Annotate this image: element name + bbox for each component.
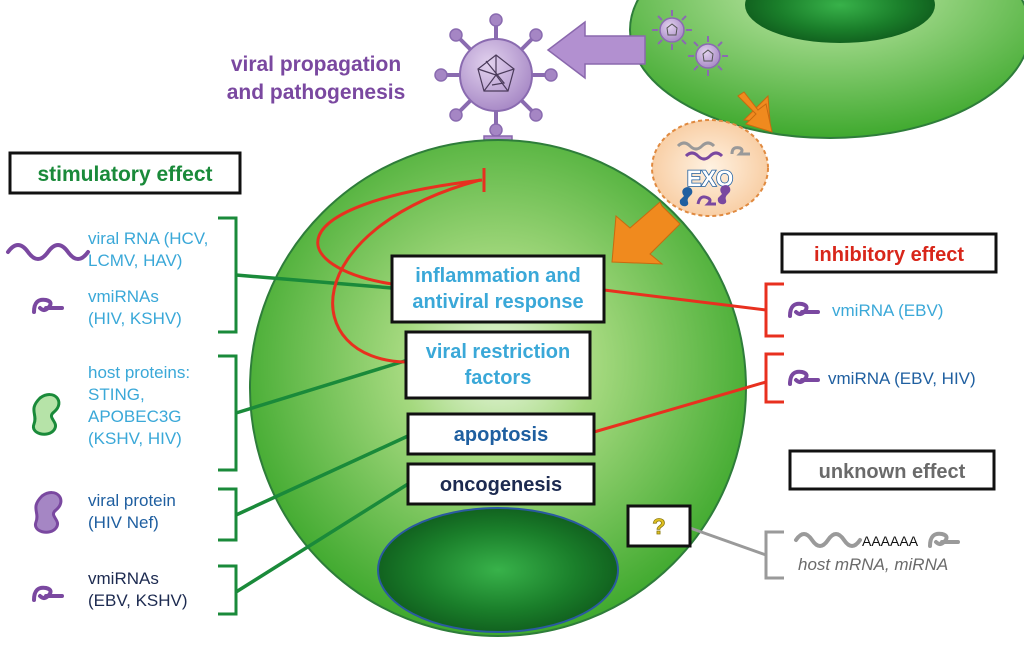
viral-protein-icon xyxy=(33,491,63,534)
stimulatory-effect-label: stimulatory effect xyxy=(37,163,212,186)
host-mrna-wave-icon xyxy=(794,532,862,548)
unknown-bracket xyxy=(764,530,784,580)
stim-item-text: LCMV, HAV) xyxy=(88,251,182,270)
cell-box-restriction-factors: viral restriction factors xyxy=(404,330,592,400)
inhib-item-text: vmiRNA (EBV) xyxy=(832,301,943,320)
unknown-item-label: host mRNA, miRNA xyxy=(798,555,948,574)
cell-box-label: oncogenesis xyxy=(440,474,562,496)
small-virus-icon xyxy=(688,36,728,76)
inhibitory-effect-box: inhibitory effect xyxy=(780,232,998,274)
cell-box-oncogenesis: oncogenesis xyxy=(406,462,596,506)
stim-item-text: (EBV, KSHV) xyxy=(88,591,188,610)
inhib-item-text: vmiRNA (EBV, HIV) xyxy=(828,369,976,388)
virus-particle-icon xyxy=(434,13,558,137)
stim-item-text: APOBEC3G xyxy=(88,407,182,426)
small-virus-icon xyxy=(652,10,692,50)
unknown-question-box: ? xyxy=(626,504,692,548)
stimulatory-effect-box: stimulatory effect xyxy=(8,151,242,195)
stim-item-text: (HIV Nef) xyxy=(88,513,159,532)
donor-cell xyxy=(629,0,1024,139)
stim-item-text: host proteins: xyxy=(88,363,190,382)
propagation-title-line2: and pathogenesis xyxy=(227,81,406,104)
stim-item-text: vmiRNAs xyxy=(88,287,159,306)
stimulatory-brackets xyxy=(218,216,238,616)
unknown-effect-label: unknown effect xyxy=(819,461,966,483)
stim-item-text: (HIV, KSHV) xyxy=(88,309,182,328)
cell-box-label: inflammation and xyxy=(415,265,581,287)
inhibitory-connectors xyxy=(316,168,767,434)
inhibitory-effect-label: inhibitory effect xyxy=(814,244,964,266)
stim-item-text: STING, xyxy=(88,385,145,404)
unknown-effect-box: unknown effect xyxy=(788,449,996,491)
polya-tail: AAAAAA xyxy=(862,533,919,549)
vmirna-hairpin-icon xyxy=(788,369,820,386)
cell-box-label: factors xyxy=(465,367,532,389)
stim-item-text: vmiRNAs xyxy=(88,569,159,588)
unknown-connector xyxy=(689,526,767,557)
stimulatory-connectors xyxy=(235,273,409,594)
cell-box-label: viral restriction xyxy=(426,341,571,363)
vmirna-hairpin-icon xyxy=(32,297,64,314)
inhibitory-brackets xyxy=(764,282,784,404)
propagation-title: viral propagation xyxy=(231,53,401,76)
stim-item-text: viral RNA (HCV, xyxy=(88,229,208,248)
release-arrow xyxy=(546,20,646,80)
vmirna-hairpin-icon xyxy=(32,585,64,602)
question-mark: ? xyxy=(652,514,665,539)
host-mirna-hairpin-icon xyxy=(928,531,960,548)
cell-box-inflammation: inflammation and antiviral response xyxy=(390,254,606,324)
stim-item-text: (KSHV, HIV) xyxy=(88,429,182,448)
cell-box-label: antiviral response xyxy=(412,291,583,313)
cell-box-apoptosis: apoptosis xyxy=(406,412,596,456)
exosome-release-arrow xyxy=(737,91,773,133)
stim-item-text: viral protein xyxy=(88,491,176,510)
cell-box-label: apoptosis xyxy=(454,424,548,446)
vmirna-hairpin-icon xyxy=(788,301,820,318)
exosome: EXO xyxy=(651,119,769,217)
exosome-entry-arrow xyxy=(611,201,681,265)
viral-rna-wave-icon xyxy=(6,243,90,261)
host-protein-icon xyxy=(31,393,61,436)
